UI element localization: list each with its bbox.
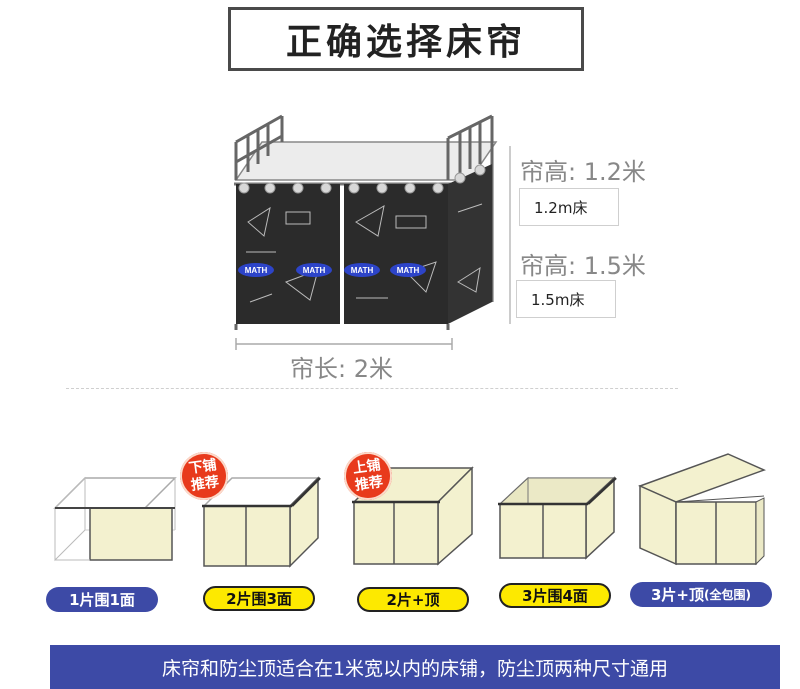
height-1-2-label: 帘高: 1.2米 [520, 158, 646, 186]
bed-mattress [234, 141, 498, 181]
option-1-label: 1片围1面 [46, 587, 158, 612]
math-label: MATH [351, 266, 374, 275]
length-label: 帘长: 2米 [290, 355, 393, 383]
option-5-label-suffix: (全包围) [704, 588, 751, 602]
option-5-full-enclosure[interactable] [636, 452, 768, 572]
height-1-5-label: 帘高: 1.5米 [520, 252, 646, 280]
math-badges: MATH MATH MATH MATH [238, 263, 426, 277]
math-label: MATH [303, 266, 326, 275]
footer-banner: 床帘和防尘顶适合在1米宽以内的床铺，防尘顶两种尺寸通用 [50, 645, 780, 689]
size-1-5m-box: 1.5m床 [516, 280, 616, 318]
option-1-illustration [53, 476, 177, 562]
length-dimension-line [235, 338, 453, 350]
left-guard-rail [234, 114, 284, 180]
curtain-side-panel [448, 164, 492, 324]
option-2-label: 2片围3面 [203, 586, 315, 611]
curtain-rings [238, 164, 486, 194]
option-2-panel-3-side[interactable] [198, 468, 328, 570]
math-label: MATH [245, 266, 268, 275]
option-1-panel-1-side[interactable] [50, 470, 180, 570]
math-doodles [246, 203, 483, 303]
section-divider [66, 388, 678, 389]
bed-curtain-illustration: MATH MATH MATH MATH [234, 114, 511, 350]
option-4-panel-4-side[interactable] [496, 470, 620, 570]
option-3-panel-with-top[interactable] [348, 452, 478, 570]
option-2-illustration [202, 476, 321, 568]
curtain-right-panel [344, 184, 448, 324]
page-title: 正确选择床帘 [228, 7, 584, 71]
option-4-illustration [498, 476, 617, 560]
option-5-label-main: 3片+顶 [651, 586, 705, 604]
size-1-2m-box: 1.2m床 [519, 188, 619, 226]
option-3-illustration [352, 466, 474, 566]
math-label: MATH [397, 266, 420, 275]
badge-line-2: 推荐 [190, 474, 221, 494]
badge-line-2: 推荐 [354, 474, 385, 494]
option-3-label: 2片+顶 [357, 587, 469, 612]
curtain-left-panel [236, 184, 340, 324]
option-5-label: 3片+顶(全包围) [630, 582, 772, 607]
option-5-illustration [637, 453, 767, 566]
option-4-label: 3片围4面 [499, 583, 611, 608]
